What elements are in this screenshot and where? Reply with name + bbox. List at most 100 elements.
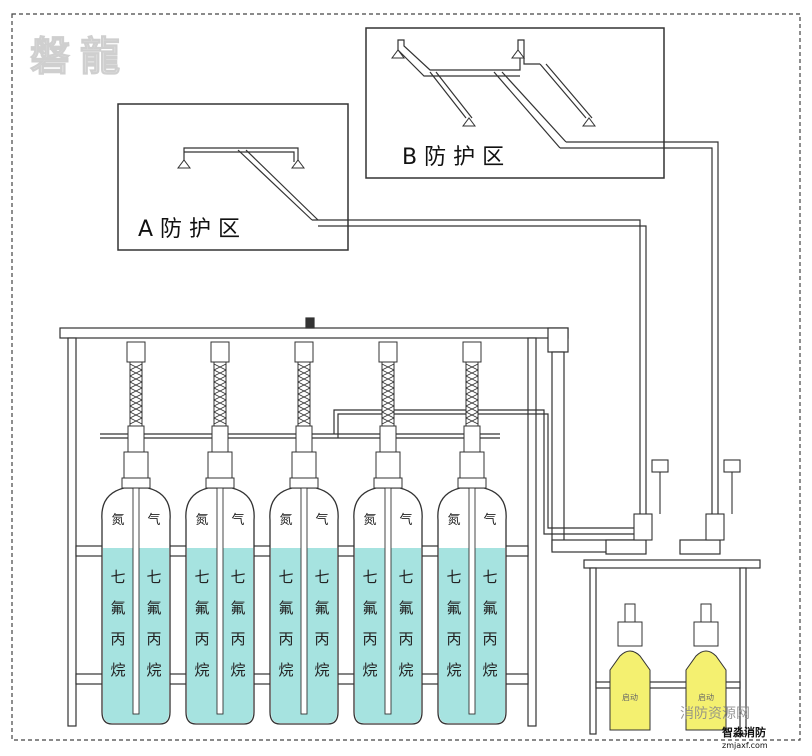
agent-label: 七 [110,568,125,586]
agent-label: 氟 [230,599,245,617]
container-valve [123,451,149,479]
agent-label: 氟 [482,599,497,617]
watermark-brand: 消防资源网 [680,706,750,722]
agent-label: 七 [398,568,413,586]
cylinder-neck [121,477,151,489]
siphon-tube [300,485,308,715]
agent-label: 丙 [146,630,161,648]
agent-label: 丙 [362,630,377,648]
agent-label: 烷 [230,661,245,679]
collector-manifold [59,317,643,553]
pilot-cylinder-2: 启动 [685,603,727,731]
logo: 磐龍 [30,34,130,80]
flex-hose [465,361,479,427]
agent-label: 七 [146,568,161,586]
agent-cylinders: 氮气七七氟氟丙丙烷烷氮气七七氟氟丙丙烷烷氮气七七氟氟丙丙烷烷氮气七七氟氟丙丙烷烷… [101,341,507,725]
agent-label: 丙 [278,630,293,648]
gas-label: 气 [231,512,244,528]
agent-label: 烷 [314,661,329,679]
container-valve [375,451,401,479]
cylinder-neck [289,477,319,489]
discharge-valve [378,341,398,363]
agent-label: 七 [314,568,329,586]
siphon-tube [384,485,392,715]
flex-hose [381,361,395,427]
flex-hose [297,361,311,427]
agent-label: 七 [278,568,293,586]
gas-label: 氮 [363,513,376,528]
gas-label: 气 [147,512,160,528]
zone-b-label: B 防 护 区 [402,145,504,170]
outer-dashed-frame [11,13,801,741]
container-valve [291,451,317,479]
agent-label: 丙 [194,630,209,648]
siphon-tube [468,485,476,715]
flex-hose [129,361,143,427]
agent-label: 烷 [446,661,461,679]
agent-label: 氟 [146,599,161,617]
agent-label: 烷 [362,661,377,679]
discharge-valve [210,341,230,363]
selector-valves [633,459,741,541]
cylinder-neck [373,477,403,489]
discharge-valve [126,341,146,363]
agent-label: 烷 [278,661,293,679]
gas-label: 氮 [111,513,124,528]
check-valve [463,425,481,453]
container-valve [459,451,485,479]
agent-label: 氟 [446,599,461,617]
pilot-table [583,539,761,735]
siphon-tube [132,485,140,715]
agent-label: 烷 [194,661,209,679]
cylinder-neck [205,477,235,489]
discharge-valve [294,341,314,363]
check-valve [127,425,145,453]
check-valve [379,425,397,453]
nozzle-icon [391,49,405,59]
distribution-pipes [312,141,719,518]
agent-label: 七 [482,568,497,586]
cylinder-neck [457,477,487,489]
agent-label: 丙 [446,630,461,648]
agent-cylinder: 氮气七七氟氟丙丙烷烷 [185,341,255,725]
pilot-cylinder-1: 启动 [609,603,651,731]
agent-cylinder: 氮气七七氟氟丙丙烷烷 [269,341,339,725]
nozzle-icon [582,117,596,127]
siphon-tube [216,485,224,715]
agent-cylinder: 氮气七七氟氟丙丙烷烷 [437,341,507,725]
agent-label: 丙 [230,630,245,648]
discharge-valve [462,341,482,363]
zone-a: A 防 护 区 [117,103,349,251]
agent-label: 烷 [482,661,497,679]
agent-label: 烷 [146,661,161,679]
agent-label: 烷 [110,661,125,679]
gas-label: 氮 [279,513,292,528]
pilot-cylinder-label: 启动 [698,692,714,702]
agent-label: 氟 [314,599,329,617]
agent-cylinder: 氮气七七氟氟丙丙烷烷 [101,341,171,725]
gas-label: 氮 [447,513,460,528]
flex-hose [213,361,227,427]
gas-label: 气 [315,512,328,528]
gas-label: 气 [483,512,496,528]
pilot-cylinders: 启动 启动 [609,603,727,731]
agent-label: 氟 [398,599,413,617]
zone-b: B 防 护 区 [365,27,665,179]
agent-label: 氟 [278,599,293,617]
zone-b-box [365,27,665,179]
check-valve [295,425,313,453]
watermark-url: zmjaxf.com [722,741,768,750]
watermark: 消防资源网 智淼消防 zmjaxf.com [680,706,768,750]
agent-cylinder: 氮气七七氟氟丙丙烷烷 [353,341,423,725]
container-valve [207,451,233,479]
zone-b-nozzles [397,39,593,149]
agent-label: 七 [446,568,461,586]
check-valve [211,425,229,453]
agent-label: 氟 [194,599,209,617]
zone-a-box [117,103,349,251]
agent-label: 七 [230,568,245,586]
agent-label: 丙 [398,630,413,648]
gas-label: 气 [399,512,412,528]
nozzle-icon [177,159,191,169]
